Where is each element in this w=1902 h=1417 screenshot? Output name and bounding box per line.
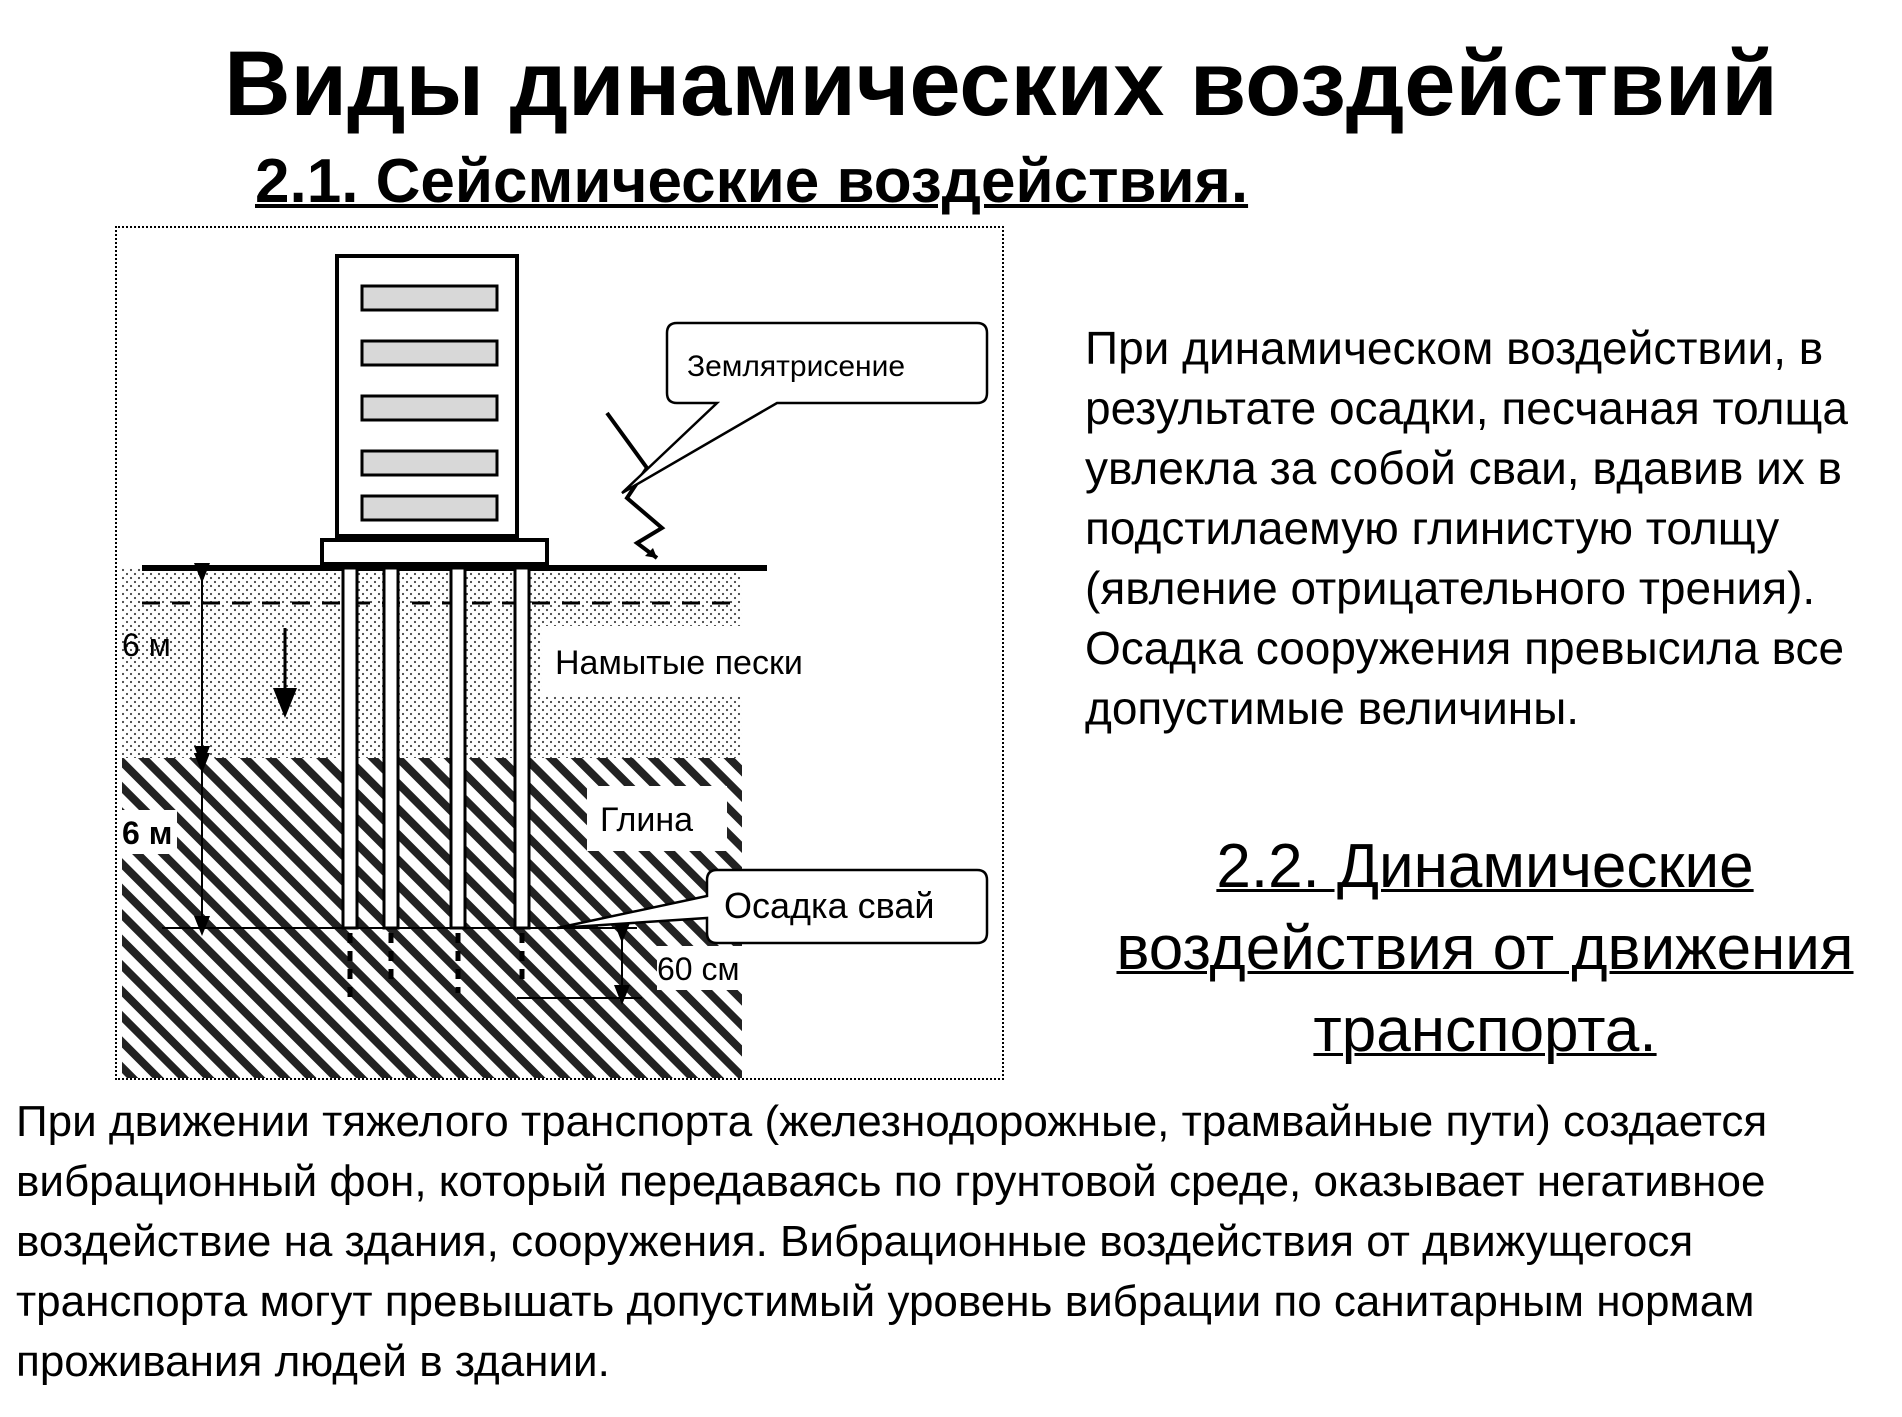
seismic-description: При динамическом воздействии, в результа…: [1085, 322, 1848, 734]
sand-label: Намытые пески: [555, 644, 803, 682]
earthquake-label: Землятрисение: [687, 350, 905, 383]
dim-clay-label: 6 м: [122, 815, 172, 851]
transport-description: При движении тяжелого транспорта (железн…: [16, 1097, 1768, 1386]
section-heading-seismic: 2.1. Сейсмические воздействия.: [255, 147, 1249, 216]
seismic-pile-diagram: Землятрисение Намытые пески Глина Осадка…: [115, 226, 1004, 1080]
settlement-callout: [556, 868, 989, 945]
page-title: Виды динамических воздействий: [224, 33, 1778, 135]
clay-label: Глина: [600, 801, 693, 839]
building-windows: [360, 284, 499, 522]
piles: [341, 566, 531, 930]
earthquake-callout: [621, 321, 989, 495]
section-heading-transport: 2.2. Динамические воздействия от движени…: [1085, 826, 1885, 1072]
settlement-label: Осадка свай: [724, 885, 934, 926]
earthquake-zigzag: [605, 411, 666, 560]
foundation-slab: [320, 538, 549, 566]
dim-sand-label: 6 м: [122, 627, 171, 663]
section-heading-transport-text: 2.2. Динамические воздействия от движени…: [1116, 832, 1854, 1065]
dim-settlement-label: 60 см: [657, 951, 739, 987]
diagram-canvas: Землятрисение Намытые пески Глина Осадка…: [119, 254, 989, 1078]
pile-settlement-traces: [347, 933, 525, 998]
